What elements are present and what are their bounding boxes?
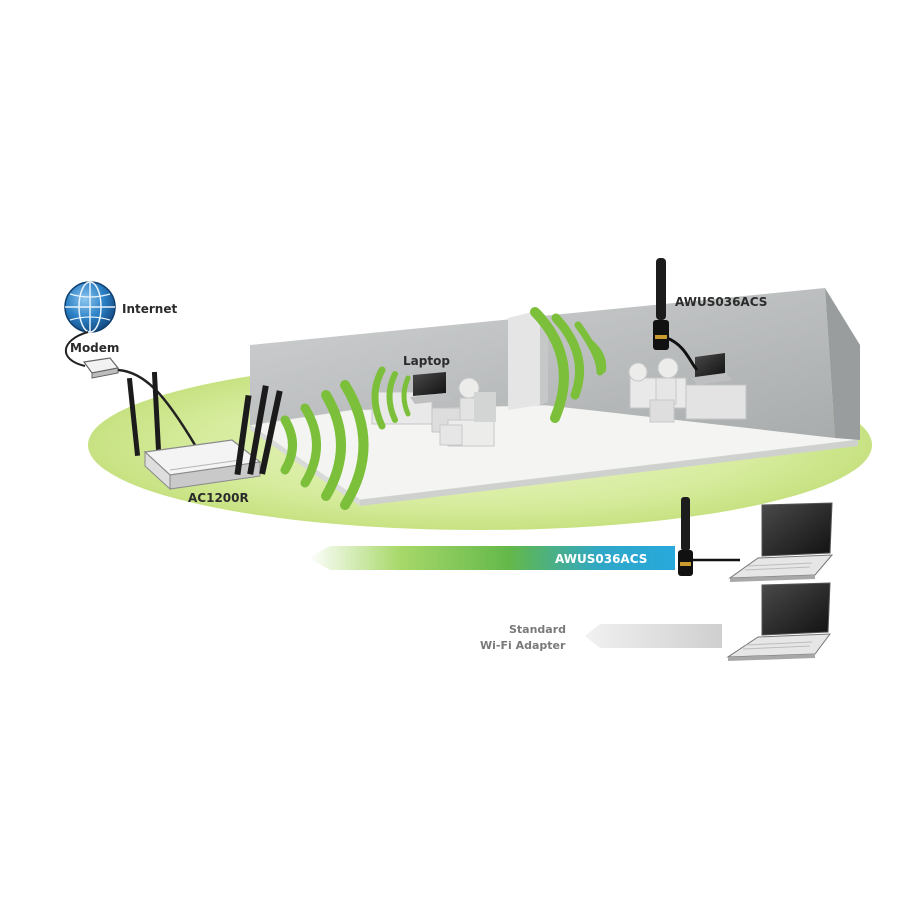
label-adapter-top: AWUS036ACS: [675, 295, 767, 309]
label-internet: Internet: [122, 302, 177, 316]
router-icon: [126, 371, 283, 491]
signal-waves-icon: [280, 307, 607, 510]
room-floor-front-edge: [360, 440, 858, 506]
laptop-icon: [692, 353, 732, 385]
modem-icon: [82, 357, 120, 379]
room-partition: [508, 310, 540, 410]
globe-icon: [64, 281, 116, 333]
usb-adapter-icon: [678, 497, 740, 576]
range-arrow-adapter: [308, 546, 675, 570]
label-standard-line1: Standard: [509, 623, 566, 636]
room-right-wall: [825, 288, 860, 440]
laptop-icon: [726, 582, 832, 661]
label-router: AC1200R: [188, 491, 249, 505]
arrow-label-adapter: AWUS036ACS: [555, 552, 647, 566]
usb-adapter-icon: [653, 258, 699, 371]
laptop-icon: [728, 502, 834, 582]
label-standard-line2: Wi-Fi Adapter: [480, 639, 566, 652]
laptop-icon: [410, 372, 452, 404]
range-arrow-standard: [585, 624, 722, 648]
internet-cable: [64, 331, 89, 367]
room-partition-side: [540, 310, 548, 405]
desk-icon: [628, 357, 747, 423]
label-modem: Modem: [70, 341, 119, 355]
label-laptop: Laptop: [403, 354, 450, 368]
